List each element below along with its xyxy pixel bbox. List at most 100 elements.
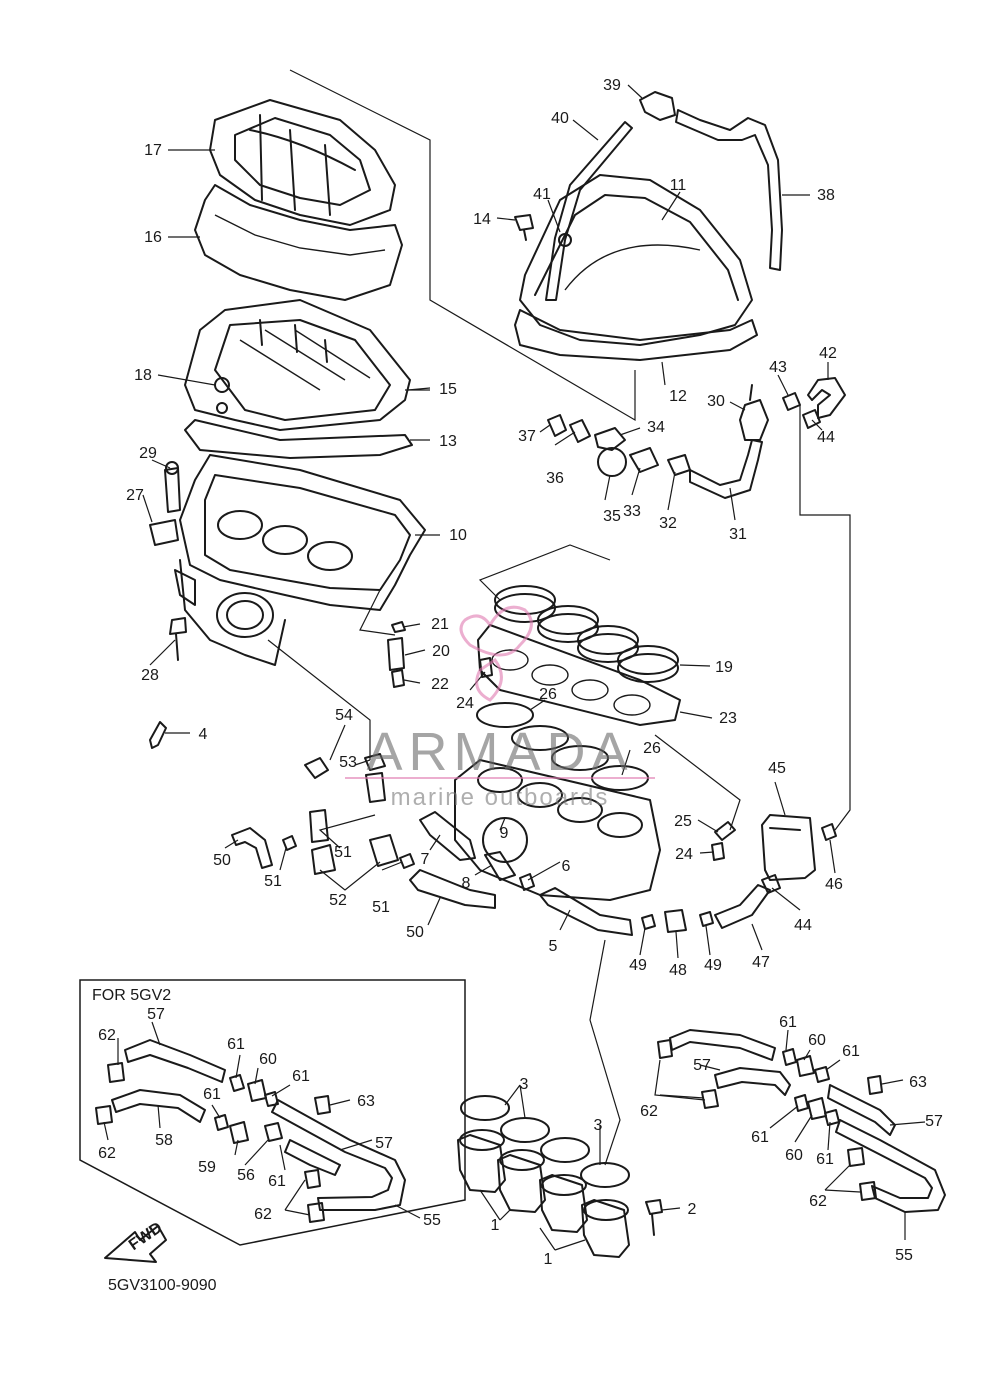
callout-61: 61 <box>227 1036 245 1053</box>
callout-27: 27 <box>126 487 144 504</box>
callout-57: 57 <box>375 1135 393 1152</box>
callout-62: 62 <box>98 1145 116 1162</box>
callout-19: 19 <box>715 659 733 676</box>
callout-63: 63 <box>357 1093 375 1110</box>
callout-57: 57 <box>925 1113 943 1130</box>
callout-2: 2 <box>688 1201 697 1218</box>
callout-7: 7 <box>421 851 430 868</box>
callout-24: 24 <box>675 846 693 863</box>
fwd-label: FWD <box>126 1219 166 1254</box>
callout-33: 33 <box>623 503 641 520</box>
reference-lines <box>267 69 851 1166</box>
leader-lines <box>103 84 926 1251</box>
callout-45: 45 <box>768 760 786 777</box>
callout-8: 8 <box>462 875 471 892</box>
callout-labels: 1716181513292710284394011384114124243304… <box>98 77 943 1268</box>
watermark-brand: ARMADA <box>366 722 633 782</box>
callout-10: 10 <box>449 527 467 544</box>
callout-51: 51 <box>264 873 282 890</box>
callout-12: 12 <box>669 388 687 405</box>
callout-52: 52 <box>329 892 347 909</box>
callout-26: 26 <box>643 740 661 757</box>
callout-1: 1 <box>491 1217 500 1234</box>
callout-4: 4 <box>199 726 208 743</box>
callout-61: 61 <box>779 1014 797 1031</box>
callout-57: 57 <box>693 1057 711 1074</box>
callout-60: 60 <box>808 1032 826 1049</box>
callout-21: 21 <box>431 616 449 633</box>
callout-17: 17 <box>144 142 162 159</box>
callout-36: 36 <box>546 470 564 487</box>
callout-20: 20 <box>432 643 450 660</box>
callout-55: 55 <box>895 1247 913 1264</box>
callout-1: 1 <box>544 1251 553 1268</box>
callout-62: 62 <box>254 1206 272 1223</box>
callout-62: 62 <box>640 1103 658 1120</box>
callout-32: 32 <box>659 515 677 532</box>
callout-16: 16 <box>144 229 162 246</box>
callout-44: 44 <box>817 429 835 446</box>
callout-51: 51 <box>372 899 390 916</box>
callout-26: 26 <box>539 686 557 703</box>
callout-61: 61 <box>292 1068 310 1085</box>
callout-40: 40 <box>551 110 569 127</box>
callout-50: 50 <box>406 924 424 941</box>
callout-25: 25 <box>674 813 692 830</box>
callout-30: 30 <box>707 393 725 410</box>
callout-60: 60 <box>259 1051 277 1068</box>
callout-35: 35 <box>603 508 621 525</box>
callout-24: 24 <box>456 695 474 712</box>
callout-61: 61 <box>842 1043 860 1060</box>
callout-53: 53 <box>339 754 357 771</box>
callout-15: 15 <box>439 381 457 398</box>
callout-6: 6 <box>562 858 571 875</box>
callout-61: 61 <box>751 1129 769 1146</box>
callout-54: 54 <box>335 707 353 724</box>
callout-61: 61 <box>268 1173 286 1190</box>
callout-34: 34 <box>647 419 665 436</box>
small-fittings-group <box>231 621 781 936</box>
callout-49: 49 <box>704 957 722 974</box>
callout-59: 59 <box>198 1159 216 1176</box>
callout-3: 3 <box>520 1076 529 1093</box>
callout-62: 62 <box>809 1193 827 1210</box>
callout-51: 51 <box>334 844 352 861</box>
callout-42: 42 <box>819 345 837 362</box>
drawing-code: 5GV3100-9090 <box>108 1277 217 1294</box>
callout-58: 58 <box>155 1132 173 1149</box>
callout-13: 13 <box>439 433 457 450</box>
callout-61: 61 <box>816 1151 834 1168</box>
callout-60: 60 <box>785 1147 803 1164</box>
watermark-tagline: marine outboards <box>391 784 610 811</box>
callout-31: 31 <box>729 526 747 543</box>
callout-62: 62 <box>98 1027 116 1044</box>
callout-55: 55 <box>423 1212 441 1229</box>
callout-46: 46 <box>825 876 843 893</box>
callout-63: 63 <box>909 1074 927 1091</box>
callout-38: 38 <box>817 187 835 204</box>
callout-28: 28 <box>141 667 159 684</box>
callout-57: 57 <box>147 1006 165 1023</box>
callout-5: 5 <box>549 938 558 955</box>
intake-funnel-group <box>457 1095 663 1258</box>
callout-37: 37 <box>518 428 536 445</box>
callout-47: 47 <box>752 954 770 971</box>
callout-50: 50 <box>213 852 231 869</box>
callout-39: 39 <box>603 77 621 94</box>
callout-43: 43 <box>769 359 787 376</box>
callout-44: 44 <box>794 917 812 934</box>
callout-14: 14 <box>473 211 491 228</box>
callout-41: 41 <box>533 186 551 203</box>
air-cleaner-cover-group <box>149 99 426 749</box>
callout-56: 56 <box>237 1167 255 1184</box>
callout-18: 18 <box>134 367 152 384</box>
callout-29: 29 <box>139 445 157 462</box>
callout-48: 48 <box>669 962 687 979</box>
throttle-body-group <box>454 585 681 901</box>
variant-box-title: FOR 5GV2 <box>92 987 171 1004</box>
armada-watermark: ARMADA marine outboards <box>345 605 655 811</box>
callout-61: 61 <box>203 1086 221 1103</box>
air-induction-valve-group <box>547 377 846 881</box>
